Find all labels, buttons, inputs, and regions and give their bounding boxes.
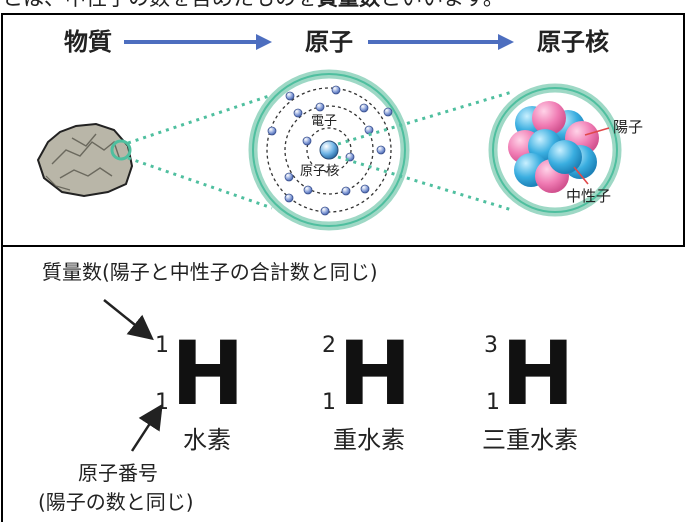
isotope-3-symbol: H xyxy=(501,322,575,425)
top-caption: とは、中性子の数を含めたものを質量数といいます。 xyxy=(2,0,504,9)
stage-arrow-1 xyxy=(124,34,272,50)
top-caption-emph: 質量数 xyxy=(317,0,380,10)
neutron-leader xyxy=(573,166,589,185)
rock-illustration xyxy=(36,122,134,198)
isotope-2-atomic-number: 1 xyxy=(322,390,336,415)
isotope-2-symbol: H xyxy=(338,322,412,425)
top-panel-border xyxy=(1,13,685,247)
top-caption-before: とは、中性子の数を含めたものを xyxy=(2,0,317,10)
zoom-line-1b xyxy=(127,156,273,210)
isotope-1-symbol: H xyxy=(171,322,245,425)
electron-label: 電子 xyxy=(311,114,338,129)
proton-label: 陽子 xyxy=(613,118,644,136)
top-caption-after: といいます。 xyxy=(380,0,504,10)
mass-number-arrow xyxy=(103,299,154,341)
zoom-line-2a xyxy=(337,90,513,146)
zoom-line-2b xyxy=(337,155,513,212)
neutron-label: 中性子 xyxy=(566,187,612,205)
atom-nucleus xyxy=(319,140,339,160)
isotope-2-name: 重水素 xyxy=(333,426,405,454)
stage-label-atom: 原子 xyxy=(305,28,353,56)
isotope-3-atomic-number: 1 xyxy=(486,390,500,415)
isotope-1-name: 水素 xyxy=(183,426,231,454)
stage-label-matter: 物質 xyxy=(64,28,112,56)
electrons xyxy=(267,85,393,216)
atomic-number-note: (陽子の数と同じ) xyxy=(38,490,194,514)
zoom-line-1a xyxy=(127,93,273,145)
stage-arrow-2 xyxy=(368,34,514,50)
isotope-1-mass-number: 1 xyxy=(155,333,169,358)
rock-zoom-circle xyxy=(110,139,132,161)
isotope-2-mass-number: 2 xyxy=(322,333,336,358)
atomic-number-arrow xyxy=(130,403,163,452)
isotope-1-atomic-number: 1 xyxy=(155,390,169,415)
mass-number-label: 質量数(陽子と中性子の合計数と同じ) xyxy=(42,260,378,284)
stage-label-nucleus: 原子核 xyxy=(537,28,609,56)
isotope-3-name: 三重水素 xyxy=(482,426,578,454)
proton-leader xyxy=(584,127,610,136)
nucleus-label: 原子核 xyxy=(300,164,340,179)
atomic-number-label: 原子番号 xyxy=(78,461,158,485)
isotope-3-mass-number: 3 xyxy=(484,333,498,358)
atom-illustration xyxy=(248,69,410,231)
